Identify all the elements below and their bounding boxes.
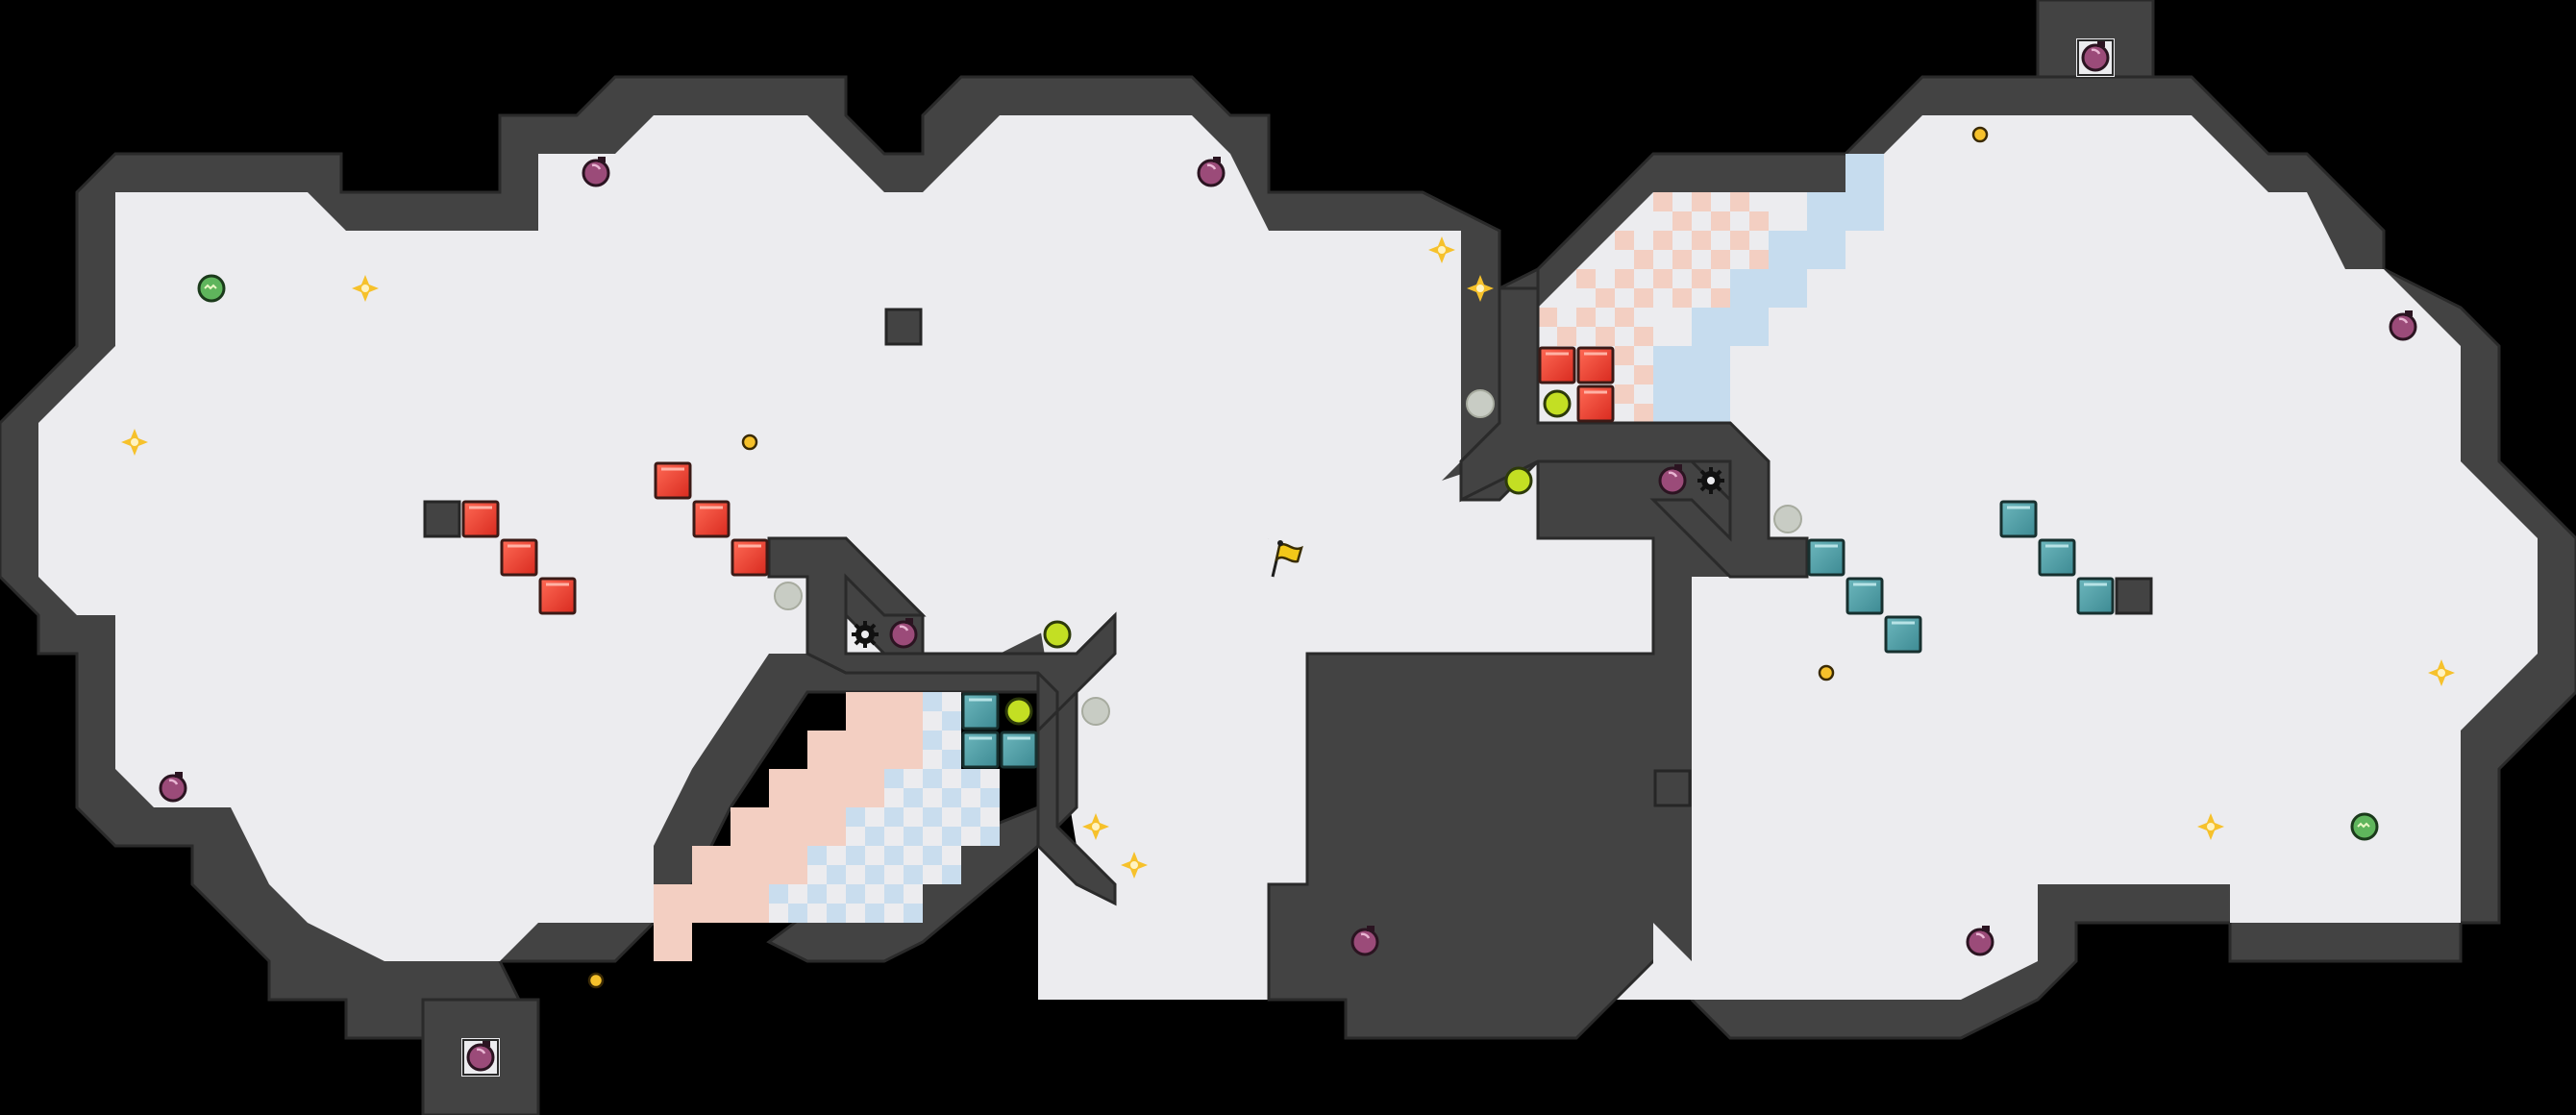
teal-block[interactable]	[961, 692, 1000, 731]
potion-flask-icon[interactable]	[2081, 41, 2110, 72]
red-block[interactable]	[1576, 346, 1615, 384]
teal-block[interactable]	[1999, 500, 2038, 538]
gold-sparkle-icon[interactable]	[2197, 813, 2224, 840]
red-blocks	[461, 346, 1615, 615]
gold-sparkle-icon[interactable]	[352, 275, 379, 302]
gold-coin[interactable]	[1971, 126, 1989, 143]
gold-coin[interactable]	[1818, 664, 1835, 681]
potions	[159, 41, 2417, 1072]
blue-zone-lower	[769, 692, 1000, 923]
flag-icon[interactable]	[1271, 540, 1303, 578]
red-zone-upper	[1538, 192, 1769, 423]
potion-flask-icon[interactable]	[889, 618, 918, 649]
left-room-floor	[38, 115, 1461, 961]
spiked-gear-icon[interactable]	[1697, 467, 1724, 494]
red-block[interactable]	[654, 461, 692, 500]
wall-block	[2115, 577, 2153, 615]
faded-orb	[1466, 389, 1495, 418]
gold-sparkle-icon[interactable]	[1428, 236, 1455, 263]
gold-coin[interactable]	[587, 972, 605, 989]
lime-orb[interactable]	[1043, 620, 1072, 649]
potion-flask-icon[interactable]	[2389, 310, 2417, 341]
potion-flask-icon[interactable]	[1966, 926, 1994, 956]
teal-block[interactable]	[961, 731, 1000, 769]
gold-coin[interactable]	[741, 434, 758, 451]
red-block[interactable]	[692, 500, 731, 538]
lime-orb[interactable]	[1504, 466, 1533, 495]
potion-flask-icon[interactable]	[466, 1041, 495, 1072]
lime-orb[interactable]	[1004, 697, 1033, 726]
teal-block[interactable]	[2038, 538, 2076, 577]
faded-orb	[774, 582, 803, 610]
slimes	[197, 274, 2379, 841]
exit-door-icon[interactable]	[2077, 39, 2114, 76]
red-block[interactable]	[731, 538, 769, 577]
lime-orb[interactable]	[1543, 389, 1572, 418]
red-block[interactable]	[500, 538, 538, 577]
lime-orbs	[1004, 389, 1572, 726]
potion-flask-icon[interactable]	[1350, 926, 1379, 956]
coins	[587, 126, 1989, 989]
right-room	[1267, 0, 2576, 1040]
teal-block[interactable]	[1000, 731, 1038, 769]
gears	[852, 467, 1724, 648]
red-block[interactable]	[461, 500, 500, 538]
red-block[interactable]	[1538, 346, 1576, 384]
teal-block[interactable]	[1807, 538, 1845, 577]
green-slime-icon[interactable]	[197, 274, 226, 303]
exit-door-icon[interactable]	[462, 1039, 499, 1076]
exit-doors	[462, 39, 2114, 1076]
ghost-orbs	[774, 389, 1802, 726]
red-block[interactable]	[538, 577, 577, 615]
potion-flask-icon[interactable]	[1197, 157, 1226, 187]
wall-block	[884, 308, 923, 346]
faded-orb	[1081, 697, 1110, 726]
potion-flask-icon[interactable]	[582, 157, 610, 187]
red-block[interactable]	[1576, 384, 1615, 423]
blue-zone-upper	[1653, 154, 1884, 423]
gold-sparkle-icon[interactable]	[121, 429, 148, 456]
gold-sparkle-icon[interactable]	[1467, 275, 1494, 302]
teal-block[interactable]	[1845, 577, 1884, 615]
teal-block[interactable]	[1884, 615, 1922, 654]
gold-sparkle-icon[interactable]	[2428, 659, 2455, 686]
teal-blocks	[961, 500, 2115, 769]
sparkles	[121, 236, 2455, 879]
teal-block[interactable]	[2076, 577, 2115, 615]
faded-orb	[1773, 505, 1802, 533]
inner-wall-left	[767, 536, 1117, 906]
gold-sparkle-icon[interactable]	[1121, 852, 1148, 879]
gold-sparkle-icon[interactable]	[1082, 813, 1109, 840]
wall-block	[423, 500, 461, 538]
right-room-floor	[1538, 115, 2538, 1000]
red-zone-lower	[654, 692, 923, 961]
spiked-gear-icon[interactable]	[852, 621, 879, 648]
potion-flask-icon[interactable]	[1658, 464, 1687, 495]
wall-block	[1653, 769, 1692, 807]
green-slime-icon[interactable]	[2350, 812, 2379, 841]
inner-wall-right	[1459, 286, 1809, 579]
potion-flask-icon[interactable]	[159, 772, 187, 803]
left-room	[0, 75, 1501, 1115]
